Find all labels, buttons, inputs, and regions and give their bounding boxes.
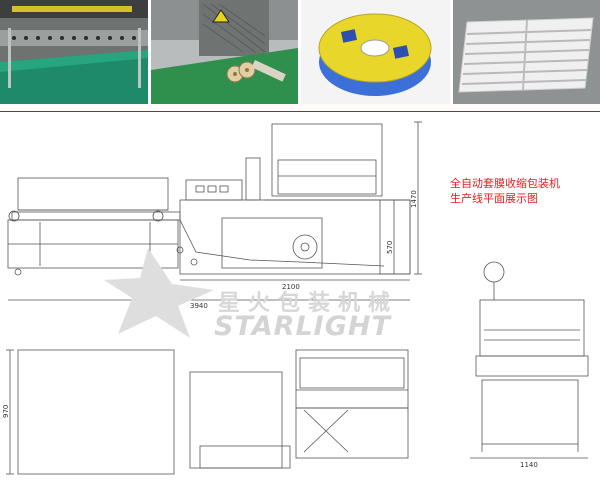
- dim-table-height: 570: [386, 240, 394, 254]
- film-spool-photo: [301, 0, 450, 104]
- dim-width: 970: [2, 404, 10, 418]
- caption-line-2: 生产线平面展示图: [450, 192, 538, 205]
- film-roll: [292, 234, 318, 260]
- sealing-blade-photo: [0, 0, 148, 104]
- plan-sealer: [295, 349, 409, 409]
- sealing-head-frame: [271, 123, 383, 197]
- watermark-english: STARLIGHT: [214, 311, 391, 342]
- infeed-belt: [11, 211, 181, 221]
- grid-tray-photo: [453, 0, 600, 104]
- caption-line-1: 全自动套膜收缩包装机: [450, 177, 560, 190]
- diagram-caption: 全自动套膜收缩包装机 生产线平面展示图: [450, 176, 560, 206]
- conveyor-rollers-photo: [151, 0, 298, 104]
- dim-overall-length: 3940: [190, 302, 208, 310]
- sealer-body: [179, 199, 411, 275]
- watermark-chinese: 星火包装机械: [218, 291, 399, 316]
- dim-side-width: 1140: [520, 461, 538, 469]
- section-divider: [0, 111, 600, 112]
- side-sealer: [479, 299, 585, 357]
- dim-machine-length: 2100: [282, 283, 300, 291]
- machine-plan-drawing: [6, 121, 589, 475]
- film-feeder: [185, 179, 243, 201]
- infeed-conveyor-hood: [17, 177, 169, 211]
- plan-infeed: [17, 349, 175, 475]
- dim-total-height: 1470: [410, 190, 418, 208]
